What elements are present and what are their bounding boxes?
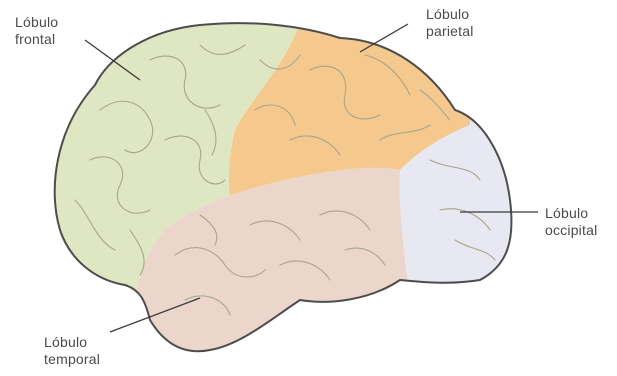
label-frontal-lobe: Lóbulo frontal bbox=[15, 14, 58, 48]
label-temporal-lobe: Lóbulo temporal bbox=[44, 334, 100, 368]
label-temporal-line1: Lóbulo bbox=[44, 334, 100, 351]
label-occipital-line2: occipital bbox=[545, 222, 597, 239]
label-temporal-line2: temporal bbox=[44, 351, 100, 368]
label-parietal-line2: parietal bbox=[426, 23, 474, 40]
label-occipital-lobe: Lóbulo occipital bbox=[545, 205, 597, 239]
occipital-lobe bbox=[400, 20, 530, 300]
label-parietal-lobe: Lóbulo parietal bbox=[426, 6, 474, 40]
label-parietal-line1: Lóbulo bbox=[426, 6, 474, 23]
label-occipital-line1: Lóbulo bbox=[545, 205, 597, 222]
label-frontal-line1: Lóbulo bbox=[15, 14, 58, 31]
label-frontal-line2: frontal bbox=[15, 31, 58, 48]
